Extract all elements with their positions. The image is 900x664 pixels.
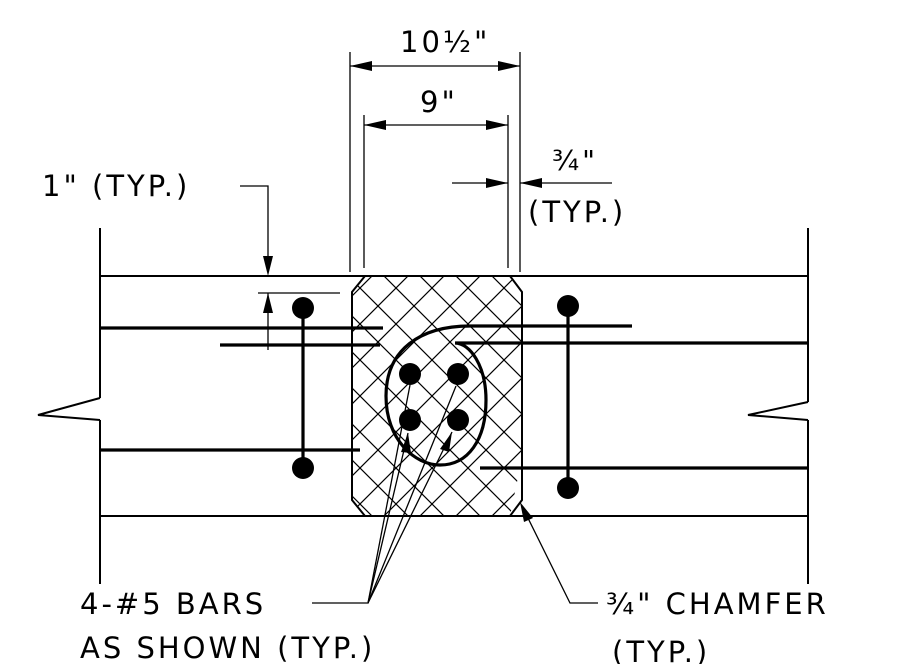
chamfer-label-line1: ¾" CHAMFER xyxy=(606,587,829,621)
bars-label-line1: 4-#5 BARS xyxy=(80,587,266,621)
dimension-overall xyxy=(349,52,521,272)
overall-width-label: 10½" xyxy=(400,25,490,59)
inner-width-label: 9" xyxy=(420,85,458,119)
cover-label: 1" (TYP.) xyxy=(42,169,190,203)
dimension-inner xyxy=(363,115,509,268)
bars-leaders xyxy=(312,384,457,604)
rebar-left xyxy=(100,297,383,479)
clearance-note-label: (TYP.) xyxy=(528,195,626,229)
chamfer-label-line2: (TYP.) xyxy=(612,635,710,664)
joint-block xyxy=(351,275,523,517)
chamfer-leader xyxy=(520,502,598,604)
dimension-clearance xyxy=(452,178,612,188)
slab-outline xyxy=(37,228,809,584)
rebar-right xyxy=(470,295,808,499)
bars-label-line2: AS SHOWN (TYP.) xyxy=(80,631,375,664)
dimension-cover xyxy=(240,185,340,350)
clearance-label: ¾" xyxy=(552,144,598,177)
